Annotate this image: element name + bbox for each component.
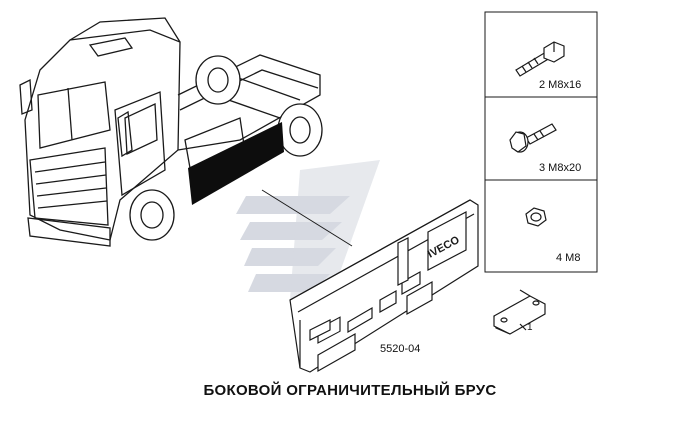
fastener-label-2: 3 М8х20 xyxy=(539,162,582,174)
reference-code: 5520-04 xyxy=(380,343,421,355)
watermark-logo xyxy=(236,160,380,300)
bracket-label: 1 xyxy=(527,322,533,333)
bracket-icon xyxy=(493,289,546,335)
hex-nut-icon xyxy=(525,207,547,227)
side-guard-panels xyxy=(289,199,479,373)
diagram-caption: БОКОВОЙ ОГРАНИЧИТЕЛЬНЫЙ БРУС xyxy=(203,382,497,399)
leader-line xyxy=(261,189,353,247)
side-guard-highlight xyxy=(188,122,284,205)
fastener-label-1: 2 М8х16 xyxy=(539,79,582,91)
flange-bolt-icon xyxy=(509,123,557,153)
truck-illustration xyxy=(19,17,323,247)
fastener-label-3: 4 М8 xyxy=(556,252,581,264)
hex-bolt-icon xyxy=(515,41,565,77)
fastener-box xyxy=(484,11,598,273)
